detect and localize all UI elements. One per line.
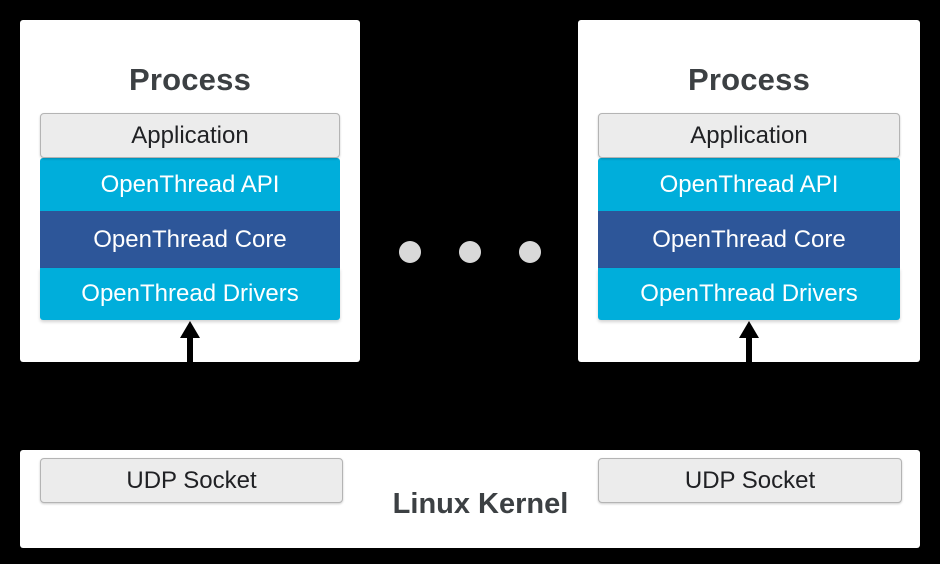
stack-layer-application-right[interactable]: Application bbox=[598, 113, 900, 158]
ellipsis-dot-1 bbox=[399, 241, 421, 263]
udp-socket-box-left[interactable]: UDP Socket bbox=[40, 458, 343, 503]
kernel-title: Linux Kernel bbox=[392, 488, 569, 520]
openthread-stack-left: Application OpenThread API OpenThread Co… bbox=[40, 113, 340, 320]
stack-layer-openthread-drivers-right[interactable]: OpenThread Drivers bbox=[598, 268, 900, 320]
process-title-right: Process bbox=[687, 62, 811, 97]
up-arrow-icon-left bbox=[177, 321, 203, 363]
stack-layer-application-left[interactable]: Application bbox=[40, 113, 340, 158]
udp-socket-box-right[interactable]: UDP Socket bbox=[598, 458, 902, 503]
process-title-left: Process bbox=[128, 62, 252, 97]
stack-layer-openthread-api-left[interactable]: OpenThread API bbox=[40, 158, 340, 211]
ellipsis-dot-2 bbox=[459, 241, 481, 263]
stack-layer-openthread-core-left[interactable]: OpenThread Core bbox=[40, 211, 340, 268]
kernel-panel: UDP Socket Linux Kernel UDP Socket bbox=[20, 450, 920, 548]
process-panel-right: Process Application OpenThread API OpenT… bbox=[578, 20, 920, 363]
ellipsis-dot-3 bbox=[519, 241, 541, 263]
openthread-stack-right: Application OpenThread API OpenThread Co… bbox=[598, 113, 900, 320]
process-panel-left: Process Application OpenThread API OpenT… bbox=[20, 20, 360, 363]
stack-layer-openthread-core-right[interactable]: OpenThread Core bbox=[598, 211, 900, 268]
ellipsis-dots bbox=[399, 241, 541, 263]
up-arrow-icon-right bbox=[736, 321, 762, 363]
stack-layer-openthread-drivers-left[interactable]: OpenThread Drivers bbox=[40, 268, 340, 320]
stack-layer-openthread-api-right[interactable]: OpenThread API bbox=[598, 158, 900, 211]
